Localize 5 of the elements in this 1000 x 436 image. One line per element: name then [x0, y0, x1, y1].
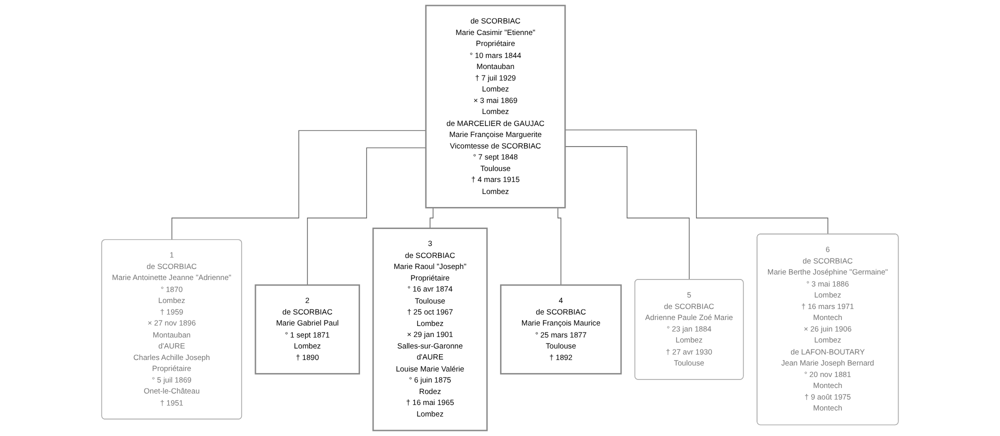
- connector: [172, 130, 426, 240]
- connector: [554, 207, 562, 286]
- connector: [564, 130, 828, 235]
- connector: [564, 146, 690, 280]
- connector: [307, 147, 426, 286]
